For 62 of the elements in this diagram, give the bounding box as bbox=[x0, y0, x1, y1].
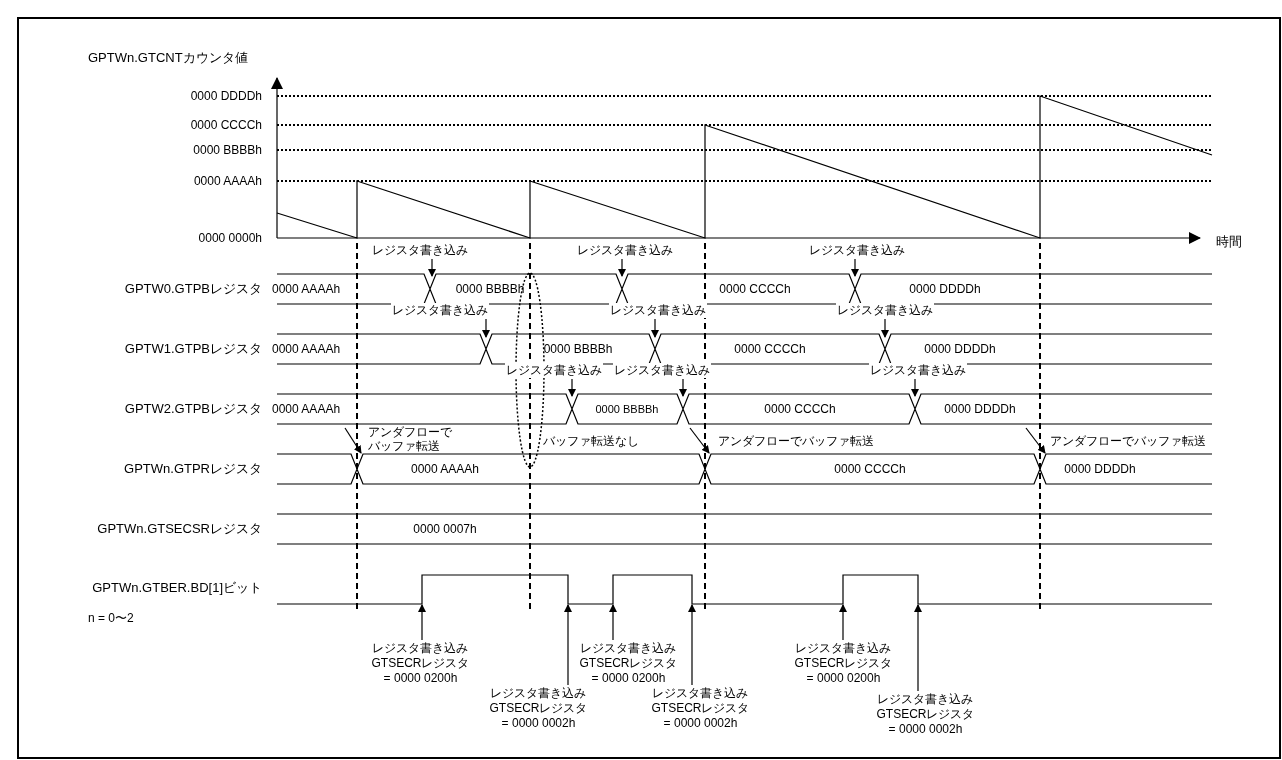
value-label: 0000 BBBBh bbox=[595, 403, 659, 417]
annotation-text: レジスタ書き込み bbox=[505, 363, 603, 378]
arrow bbox=[344, 427, 362, 454]
arrow bbox=[689, 427, 710, 454]
value-label: 0000 AAAAh bbox=[410, 461, 480, 477]
arrow bbox=[651, 318, 659, 338]
value-label: 0000 AAAAh bbox=[272, 341, 341, 357]
annotation-text: レジスタ書き込み bbox=[836, 303, 934, 318]
note-text: アンダフローでバッファ転送 bbox=[718, 433, 874, 449]
arrow bbox=[1025, 427, 1046, 454]
arrow bbox=[914, 604, 922, 692]
annotation-text: レジスタ書き込み bbox=[869, 363, 967, 378]
row-label: GPTWn.GTBER.BD[1]ビット bbox=[92, 580, 262, 596]
value-label: 0000 BBBBh bbox=[543, 341, 613, 357]
value-label: 0000 DDDDh bbox=[944, 401, 1016, 417]
value-label: 0000 CCCCh bbox=[834, 461, 906, 477]
annotation-text: レジスタ書き込み bbox=[808, 243, 906, 258]
bus-waveform bbox=[276, 453, 1213, 485]
value-label: 0000 DDDDh bbox=[924, 341, 996, 357]
annotation-text: レジスタ書き込み bbox=[613, 363, 711, 378]
annotation-text: レジスタ書き込み bbox=[576, 243, 674, 258]
tick-label: 0000 AAAAh bbox=[193, 173, 262, 189]
arrow bbox=[618, 258, 626, 277]
row-label: GPTWn.GTPRレジスタ bbox=[124, 461, 262, 477]
arrow bbox=[482, 318, 490, 338]
value-label: 0000 CCCCh bbox=[719, 281, 791, 297]
axis-title: 時間 bbox=[1216, 234, 1242, 250]
value-label: 0000 0007h bbox=[413, 521, 477, 537]
row-label: GPTW1.GTPBレジスタ bbox=[124, 341, 262, 357]
tick-label: 0000 0000h bbox=[198, 230, 262, 246]
annotation-text: レジスタ書き込み bbox=[391, 303, 489, 318]
row-label: GPTW0.GTPBレジスタ bbox=[124, 281, 262, 297]
note-text: アンダフローでバッファ転送 bbox=[1050, 433, 1206, 449]
arrow bbox=[688, 604, 696, 686]
annotation-text: レジスタ書き込み bbox=[609, 303, 707, 318]
value-label: 0000 DDDDh bbox=[909, 281, 981, 297]
note-text: n = 0〜2 bbox=[88, 610, 134, 626]
tick-label: 0000 BBBBh bbox=[193, 142, 262, 158]
arrow bbox=[609, 604, 617, 641]
arrow bbox=[839, 604, 847, 641]
arrow bbox=[418, 604, 426, 641]
axis-title: GPTWn.GTCNTカウンタ値 bbox=[88, 50, 248, 66]
arrow bbox=[428, 258, 436, 277]
value-label: 0000 AAAAh bbox=[272, 401, 341, 417]
tick-label: 0000 CCCCh bbox=[190, 117, 262, 133]
bit-waveform bbox=[276, 574, 1213, 605]
value-label: 0000 AAAAh bbox=[272, 281, 341, 297]
arrow bbox=[911, 378, 919, 397]
row-label: GPTW2.GTPBレジスタ bbox=[124, 401, 262, 417]
value-label: 0000 BBBBh bbox=[455, 281, 525, 297]
arrow bbox=[568, 378, 576, 397]
value-label: 0000 CCCCh bbox=[734, 341, 806, 357]
arrow bbox=[851, 258, 859, 277]
value-label: 0000 DDDDh bbox=[1064, 461, 1136, 477]
arrow bbox=[679, 378, 687, 397]
arrow bbox=[881, 318, 889, 338]
row-label: GPTWn.GTSECSRレジスタ bbox=[97, 521, 262, 537]
note-text: アンダフローでバッファ転送 bbox=[368, 424, 453, 454]
value-label: 0000 CCCCh bbox=[764, 401, 836, 417]
annotation-text: レジスタ書き込み bbox=[371, 243, 469, 258]
tick-label: 0000 DDDDh bbox=[190, 88, 262, 104]
arrow bbox=[564, 604, 572, 686]
